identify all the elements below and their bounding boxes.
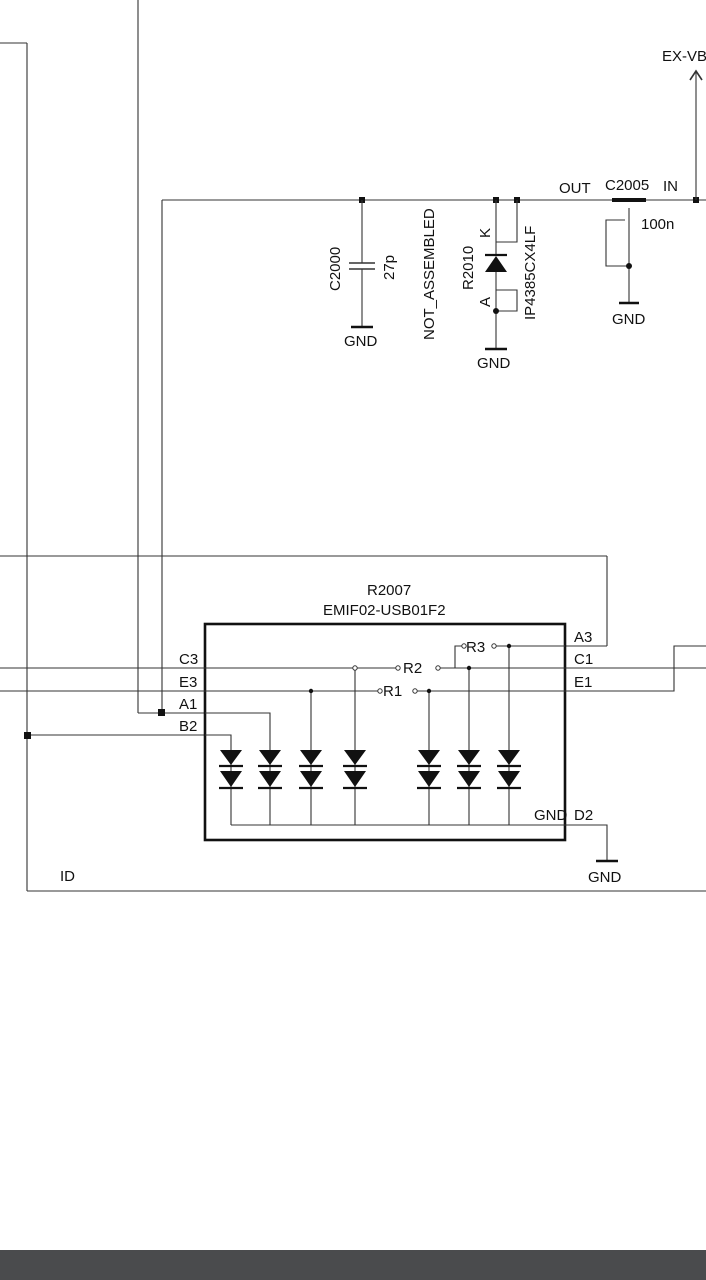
- resistor-terminal: [491, 643, 497, 649]
- resistor-label-r3: R3: [466, 639, 485, 656]
- e1-net-wire: [565, 645, 706, 692]
- tvs-wire: [496, 289, 518, 312]
- resistor-terminal: [352, 665, 358, 671]
- pin-label-gnd: GND: [534, 807, 568, 824]
- esd-diode-symbol: [458, 771, 480, 787]
- r2010-ref: R2010: [460, 246, 477, 290]
- pin-label-a1: A1: [179, 696, 197, 713]
- esd-diode-array: [219, 750, 521, 790]
- c2000-value: 27p: [381, 255, 398, 280]
- junction-dot: [158, 709, 165, 716]
- junction-dot: [426, 688, 432, 694]
- esd-diode-symbol: [259, 771, 281, 787]
- resistor-terminal: [395, 665, 401, 671]
- tvs-wire: [496, 200, 518, 243]
- in-net-label: IN: [663, 178, 678, 195]
- pin-label-a3: A3: [574, 629, 592, 646]
- tvs-pin-k: K: [477, 228, 494, 238]
- resistor-terminal: [435, 665, 441, 671]
- ex-vbus-label: EX-VB: [662, 48, 706, 65]
- esd-diode-symbol: [259, 750, 281, 765]
- out-net-label: OUT: [559, 180, 591, 197]
- resistor-terminal: [461, 643, 467, 649]
- esd-diode-symbol: [418, 771, 440, 787]
- junction-dot: [506, 643, 512, 649]
- esd-diode-symbol: [418, 750, 440, 765]
- c2005-gnd-label: GND: [612, 311, 646, 328]
- junction-dot: [493, 308, 499, 314]
- r2007-ref: R2007: [367, 582, 411, 599]
- pin-label-c1: C1: [574, 651, 593, 668]
- c2000-ref: C2000: [327, 247, 344, 291]
- c2000-gnd-label: GND: [344, 333, 378, 350]
- junction-dot: [308, 688, 314, 694]
- esd-diode-symbol: [300, 750, 322, 765]
- tvs-gnd-label: GND: [477, 355, 511, 372]
- tvs-pin-a: A: [477, 297, 494, 307]
- r2007-package-outline: [203, 622, 567, 842]
- tvs-part-number: IP4385CX4LF: [522, 226, 539, 320]
- internal-wire: [205, 734, 232, 825]
- esd-diode-symbol: [498, 771, 520, 787]
- esd-diode-symbol: [220, 750, 242, 765]
- esd-diode-symbol: [458, 750, 480, 765]
- c2005-ref: C2005: [605, 177, 649, 194]
- pin-label-e1: E1: [574, 674, 592, 691]
- esd-diode-symbol: [344, 750, 366, 765]
- esd-diode-symbol: [344, 771, 366, 787]
- pin-label-d2: D2: [574, 807, 593, 824]
- c2005-wire: [605, 219, 629, 267]
- c2005-value: 100n: [641, 216, 674, 233]
- r2007-part-number: EMIF02-USB01F2: [323, 602, 446, 619]
- internal-wire: [205, 712, 271, 825]
- esd-diode-symbol: [300, 771, 322, 787]
- ex-vbus-arrow: [689, 69, 703, 81]
- resistor-label-r1: R1: [383, 683, 402, 700]
- tvs-diode-symbol: [485, 256, 507, 272]
- bottom-toolbar: [0, 1250, 706, 1280]
- resistor-terminal: [377, 688, 383, 694]
- internal-wire: [454, 645, 464, 668]
- resistor-terminal: [412, 688, 418, 694]
- id-net-label: ID: [60, 868, 75, 885]
- pin-label-c3: C3: [179, 651, 198, 668]
- pin-label-b2: B2: [179, 718, 197, 735]
- junction-dot: [626, 263, 632, 269]
- esd-diode-symbol: [220, 771, 242, 787]
- pin-label-e3: E3: [179, 674, 197, 691]
- r2010-note: NOT_ASSEMBLED: [421, 208, 438, 340]
- esd-diode-symbol: [498, 750, 520, 765]
- junction-dot: [466, 665, 472, 671]
- resistor-label-r2: R2: [403, 660, 422, 677]
- junction-dot: [24, 732, 31, 739]
- r2007-gnd-label: GND: [588, 869, 622, 886]
- ground-wire: [565, 824, 608, 860]
